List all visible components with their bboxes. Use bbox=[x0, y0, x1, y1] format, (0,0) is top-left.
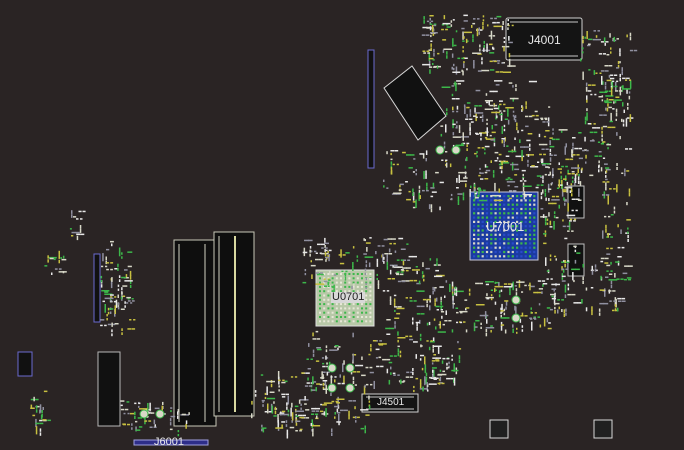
vertical-connector-top[interactable] bbox=[367, 49, 375, 169]
label-j4001: J4001 bbox=[528, 33, 561, 47]
vertical-connector-left[interactable] bbox=[93, 253, 101, 323]
label-u0701: U0701 bbox=[331, 291, 366, 303]
label-j4501: J4501 bbox=[377, 397, 405, 408]
ic-u7001-bga[interactable] bbox=[469, 191, 539, 261]
mounting-pad-1[interactable] bbox=[489, 419, 509, 439]
connector-j4501[interactable] bbox=[361, 393, 419, 413]
connector-slot-right[interactable] bbox=[213, 231, 255, 417]
label-u7001: U7001 bbox=[486, 219, 525, 234]
label-j6001: J6001 bbox=[154, 436, 184, 448]
passive-components bbox=[30, 14, 638, 439]
mounting-pad-2[interactable] bbox=[593, 419, 613, 439]
connector-j6001[interactable] bbox=[133, 439, 209, 446]
connector-j4001[interactable] bbox=[505, 17, 583, 61]
connector-slot-left[interactable] bbox=[173, 239, 217, 427]
rotated-ic-package[interactable] bbox=[383, 65, 447, 141]
bottom-left-connector[interactable] bbox=[97, 351, 121, 427]
left-edge-part[interactable] bbox=[17, 351, 33, 377]
